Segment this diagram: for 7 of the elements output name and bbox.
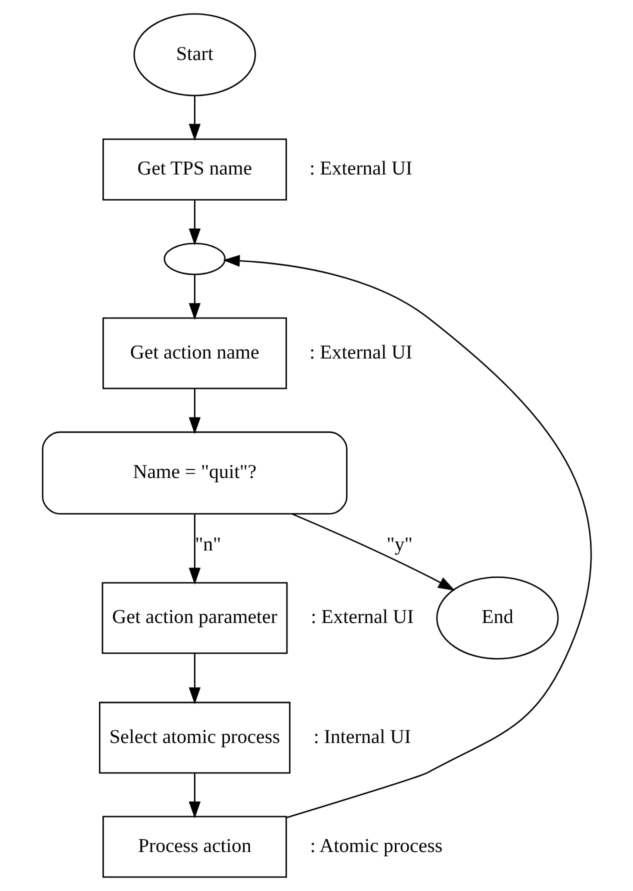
node-label: : External UI [308, 158, 412, 180]
node-label: : External UI [308, 341, 412, 364]
node-label: : External UI [310, 606, 414, 628]
node-label: : Atomic process [310, 835, 442, 858]
edge-label: "y" [386, 534, 412, 556]
edge-label: "n" [194, 534, 221, 556]
node-label: : Internal UI [313, 726, 410, 748]
